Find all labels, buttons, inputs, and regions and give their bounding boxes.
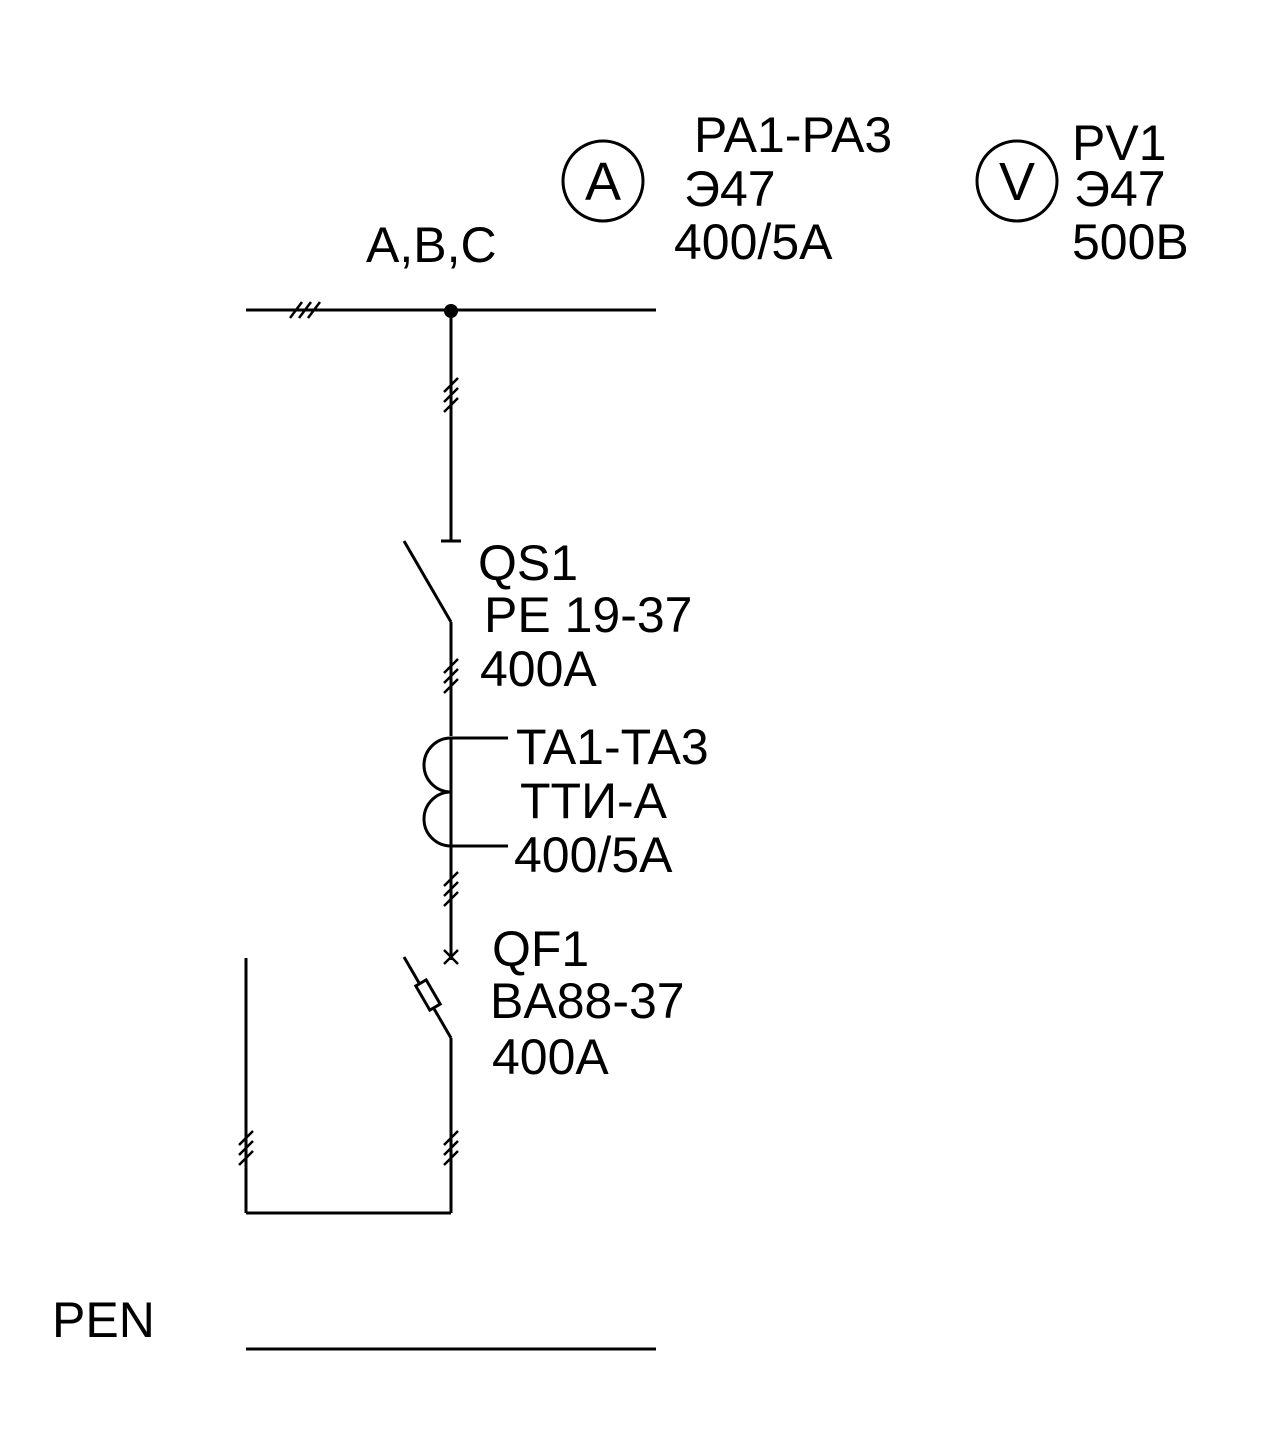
qs1-type: PE 19-37 <box>484 587 692 643</box>
voltmeter-symbol: V <box>999 152 1035 212</box>
ammeter-ratio: 400/5A <box>674 214 833 270</box>
ct-ratio: 400/5A <box>514 827 673 883</box>
ammeter-designation: PA1-PA3 <box>694 107 892 163</box>
ammeter-type: Э47 <box>684 161 776 217</box>
qf1-type: BA88-37 <box>490 973 685 1029</box>
pen-label: PEN <box>52 1292 155 1348</box>
outgoing-loop <box>238 958 451 1215</box>
qs1-designation: QS1 <box>478 535 578 591</box>
ct-type: ТТИ-А <box>520 773 668 829</box>
ammeter-symbol: A <box>585 152 621 212</box>
qf1-rating: 400A <box>492 1029 609 1085</box>
voltmeter-designation: PV1 <box>1072 115 1167 171</box>
qs1-rating: 400A <box>480 641 597 697</box>
bus-label: A,B,C <box>366 217 497 273</box>
qf1-designation: QF1 <box>492 921 589 977</box>
voltmeter-icon: V <box>975 139 1059 223</box>
feeder-upper <box>441 311 461 543</box>
voltmeter-type: Э47 <box>1074 161 1166 217</box>
voltmeter-range: 500B <box>1072 214 1189 270</box>
ct-designation: TA1-TA3 <box>516 719 709 775</box>
disconnector-qs1-symbol <box>402 540 459 736</box>
current-transformer-symbol <box>422 736 508 848</box>
ammeter-icon: A <box>561 139 645 223</box>
breaker-qf1-symbol <box>402 956 459 1213</box>
feeder-middle <box>443 738 459 965</box>
